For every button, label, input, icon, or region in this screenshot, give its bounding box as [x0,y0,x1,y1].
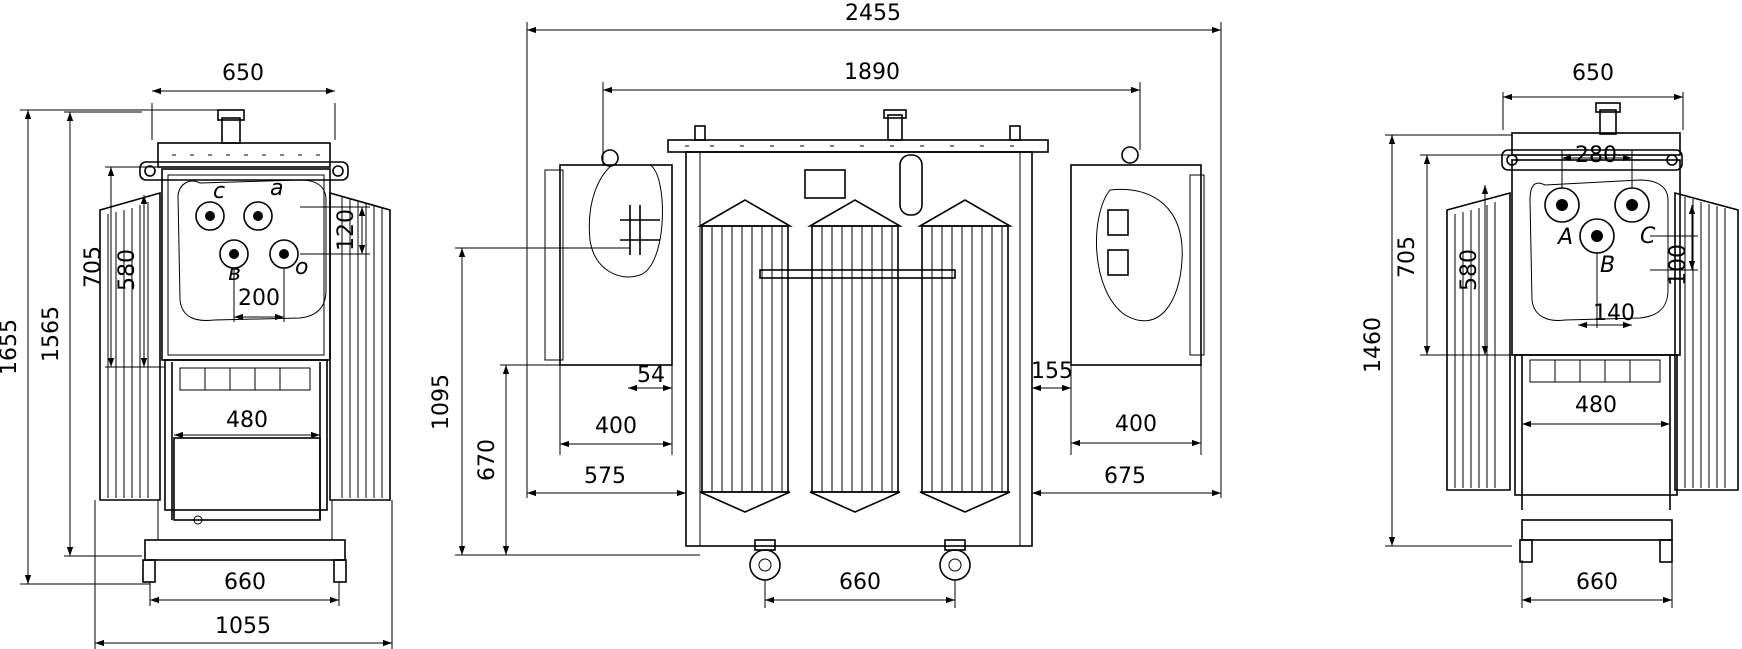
dim-right-bushing-pitch: 140 [1593,301,1635,326]
front-view-dimensions: 2455 1890 1095 670 54 400 575 155 400 67… [429,1,1222,608]
dim-right-bushing-offset: 100 [1666,244,1691,286]
dim-left-box-height: 705 [81,246,106,288]
front-view [544,109,1205,581]
front-radiators [697,199,1013,513]
dim-front-box-bottom-height: 670 [475,439,500,481]
dim-left-frame-width: 480 [226,408,268,433]
dim-front-left-overhang: 575 [584,464,626,489]
dim-right-box-height: 705 [1395,236,1420,278]
terminal-letter-A: A [1556,225,1573,250]
terminal-letter-a: а [270,176,283,201]
dim-left-bushing-spacing: 200 [238,286,280,311]
dim-left-wheel-gauge: 660 [224,570,266,595]
dim-right-top-width: 650 [1572,61,1614,86]
left-view-dimensions: 650 1655 1565 705 580 120 200 480 660 10… [0,61,393,649]
dim-left-box-inner: 580 [115,249,140,291]
dim-front-left-box-width: 400 [595,414,637,439]
right-terminal-letters: A B C [1556,224,1656,278]
dim-right-box-inner: 580 [1457,249,1482,291]
dim-right-frame-width: 480 [1575,393,1617,418]
dim-left-top-width: 650 [222,61,264,86]
dim-front-wheel-gauge: 660 [839,570,881,595]
dim-front-right-gap: 155 [1031,359,1073,384]
dim-right-wheel-gauge: 660 [1576,570,1618,595]
right-view-dimensions: 650 280 705 580 100 1460 140 480 660 [1361,61,1698,608]
dim-left-bushing-offset: 120 [334,209,359,251]
dim-front-tank-length: 1890 [844,60,900,85]
terminal-letter-c: с [213,179,225,204]
right-end-view [1446,102,1739,563]
terminal-letter-C: C [1640,224,1656,249]
terminal-letter-o: о [295,255,308,280]
dim-front-box-offset: 54 [637,363,665,388]
dim-left-overall-width: 1055 [215,614,271,639]
left-terminal-letters: с а в о [213,176,308,286]
terminal-letter-v: в [228,261,241,286]
terminal-letter-B: B [1600,253,1615,278]
dim-right-height-total: 1460 [1361,317,1386,373]
dim-left-height-total: 1655 [0,319,22,375]
dim-front-height-total: 1095 [429,374,454,430]
dim-right-bushing-spacing: 280 [1575,143,1617,168]
left-end-view [99,109,391,583]
dim-left-height-body: 1565 [39,306,64,362]
dim-front-overall-length: 2455 [845,1,901,26]
dim-front-right-box-width: 400 [1115,412,1157,437]
dim-front-right-overhang: 675 [1104,464,1146,489]
